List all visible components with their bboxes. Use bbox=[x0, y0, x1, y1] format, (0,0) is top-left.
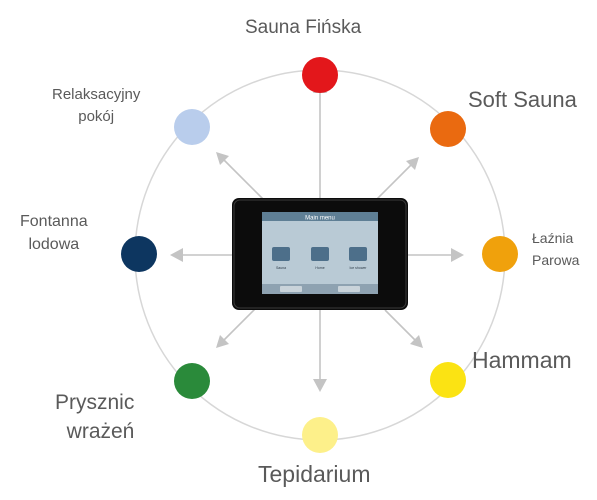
screen-tile-ice bbox=[349, 247, 367, 261]
arrow-right bbox=[405, 248, 464, 262]
screen-tile-home bbox=[311, 247, 329, 261]
label-line: Sauna Fińska bbox=[245, 17, 362, 38]
dot-laznia-parowa bbox=[482, 236, 518, 272]
label-line: Tepidarium bbox=[258, 461, 371, 487]
arrow-left bbox=[170, 248, 235, 262]
arrow-up bbox=[313, 80, 327, 198]
screen-tile-label-2: Home bbox=[315, 266, 324, 270]
label-line: Relaksacyjny bbox=[52, 86, 141, 103]
label-line: Soft Sauna bbox=[468, 87, 577, 112]
screen-footer-button-right bbox=[338, 286, 360, 292]
dot-relaksacyjny bbox=[174, 109, 210, 145]
dot-prysznic bbox=[174, 363, 210, 399]
label-line: Parowa bbox=[532, 251, 580, 268]
screen-footer bbox=[262, 284, 378, 294]
label-line: wrażeń bbox=[66, 420, 135, 444]
label-line: Prysznic bbox=[55, 391, 135, 414]
dot-tepidarium bbox=[302, 417, 338, 453]
arrow-down-left bbox=[216, 305, 259, 348]
dot-hammam bbox=[430, 362, 466, 398]
screen-tile-label-1: Sauna bbox=[276, 266, 286, 270]
arrows bbox=[170, 80, 464, 392]
arrow-down-right bbox=[384, 309, 423, 348]
label-hammam: Hammam bbox=[472, 348, 572, 372]
arrow-up-right bbox=[373, 157, 419, 203]
screen-header bbox=[262, 212, 378, 221]
dot-fontanna bbox=[121, 236, 157, 272]
screen-tile-label-3: Ice shower bbox=[350, 266, 368, 270]
screen-tile-sauna bbox=[272, 247, 290, 261]
dot-soft-sauna bbox=[430, 111, 466, 147]
label-prysznic: Prysznic wrażeń bbox=[55, 388, 134, 447]
label-line: Fontanna bbox=[20, 213, 88, 230]
arrow-up-left bbox=[216, 152, 267, 203]
label-relaksacyjny: Relaksacyjny pokój bbox=[52, 84, 140, 128]
screen-footer-button-left bbox=[280, 286, 302, 292]
label-soft-sauna: Soft Sauna bbox=[468, 88, 577, 111]
label-line: Łaźnia bbox=[532, 230, 574, 246]
label-sauna-finska: Sauna Fińska bbox=[245, 18, 361, 38]
control-panel-device: Main menu Sauna Home Ice shower bbox=[232, 198, 408, 310]
label-line: lodowa bbox=[28, 236, 80, 254]
label-line: Hammam bbox=[472, 347, 572, 373]
label-tepidarium: Tepidarium bbox=[258, 462, 371, 486]
label-line: pokój bbox=[78, 107, 115, 125]
label-laznia-parowa: Łaźnia Parowa bbox=[532, 228, 579, 271]
label-fontanna: Fontanna lodowa bbox=[20, 210, 88, 256]
screen-title: Main menu bbox=[305, 216, 335, 222]
dot-sauna-finska bbox=[302, 57, 338, 93]
